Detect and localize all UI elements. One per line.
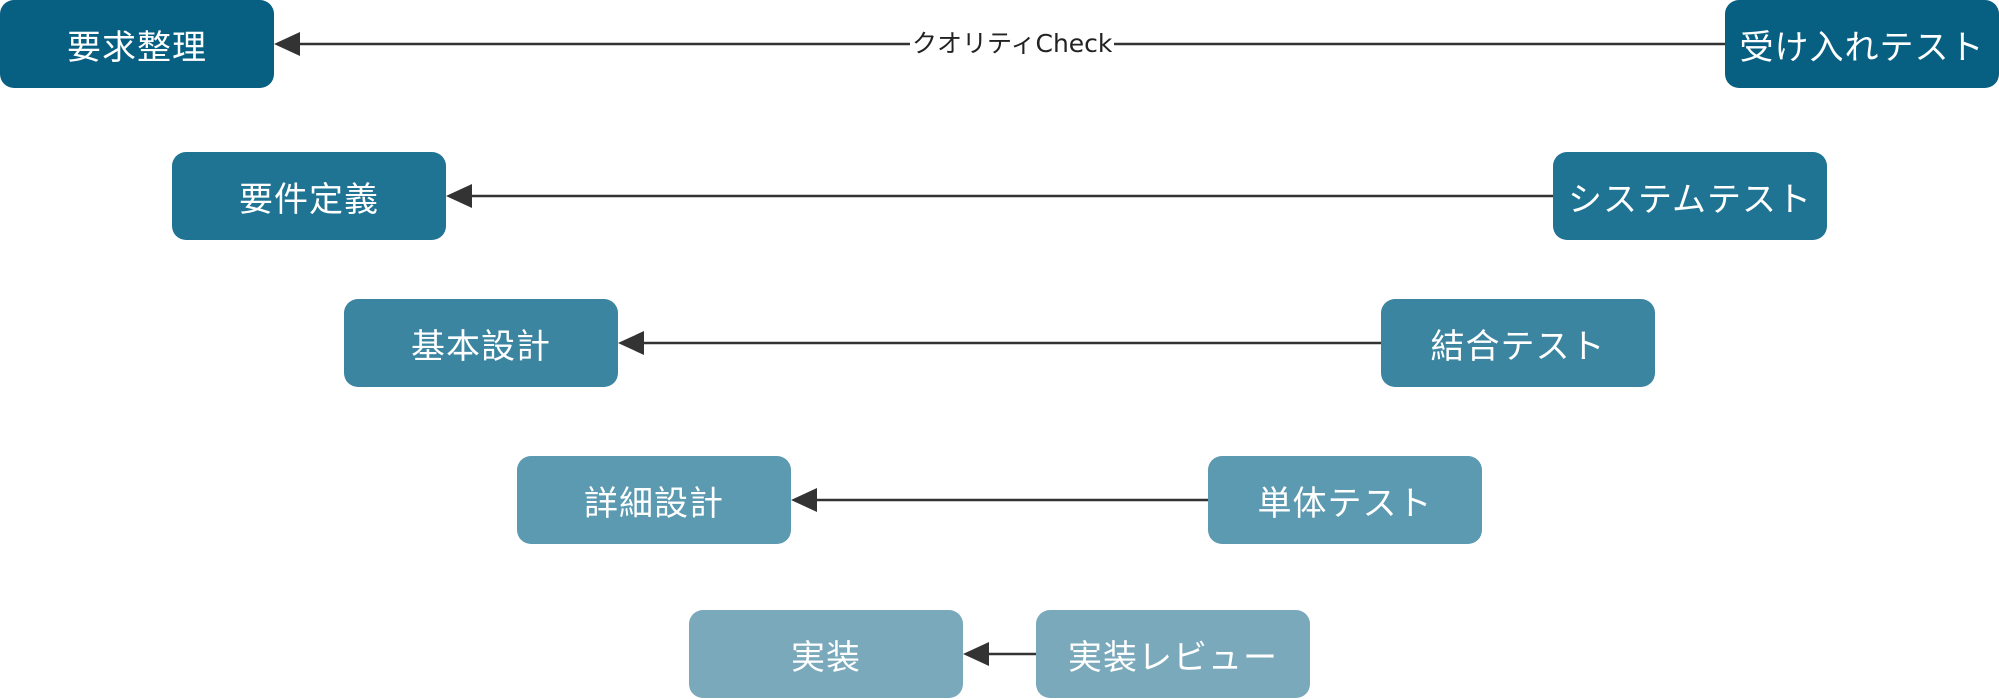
edge-implementation-review-to-implementation: [963, 642, 1036, 666]
node-label: 実装: [791, 637, 861, 678]
edge-unit-test-to-detailed-design: [791, 488, 1208, 512]
requirements-organization-node[interactable]: 要求整理: [0, 0, 274, 88]
arrowhead-icon: [446, 184, 472, 208]
implementation-review-node[interactable]: 実装レビュー: [1036, 610, 1310, 698]
node-label: 基本設計: [411, 326, 551, 367]
detailed-design-node[interactable]: 詳細設計: [517, 456, 791, 544]
node-label: 単体テスト: [1257, 483, 1433, 524]
arrowhead-icon: [791, 488, 817, 512]
edge-system-test-to-requirements-definition: [446, 184, 1553, 208]
integration-test-node[interactable]: 結合テスト: [1381, 299, 1655, 387]
node-label: システムテスト: [1568, 179, 1812, 220]
quality-check-label: クオリティCheck: [910, 29, 1115, 59]
node-label: 受け入れテスト: [1739, 27, 1985, 68]
requirements-definition-node[interactable]: 要件定義: [172, 152, 446, 240]
node-label: 詳細設計: [584, 483, 724, 524]
edge-integration-test-to-basic-design: [618, 331, 1381, 355]
arrowhead-icon: [963, 642, 989, 666]
node-label: 結合テスト: [1430, 326, 1606, 367]
node-label: 実装レビュー: [1068, 637, 1278, 678]
unit-test-node[interactable]: 単体テスト: [1208, 456, 1482, 544]
arrowhead-icon: [274, 32, 300, 56]
node-label: 要件定義: [239, 179, 379, 220]
node-label: 要求整理: [67, 27, 207, 68]
implementation-node[interactable]: 実装: [689, 610, 963, 698]
arrowhead-icon: [618, 331, 644, 355]
basic-design-node[interactable]: 基本設計: [344, 299, 618, 387]
system-test-node[interactable]: システムテスト: [1553, 152, 1827, 240]
acceptance-test-node[interactable]: 受け入れテスト: [1725, 0, 1999, 88]
